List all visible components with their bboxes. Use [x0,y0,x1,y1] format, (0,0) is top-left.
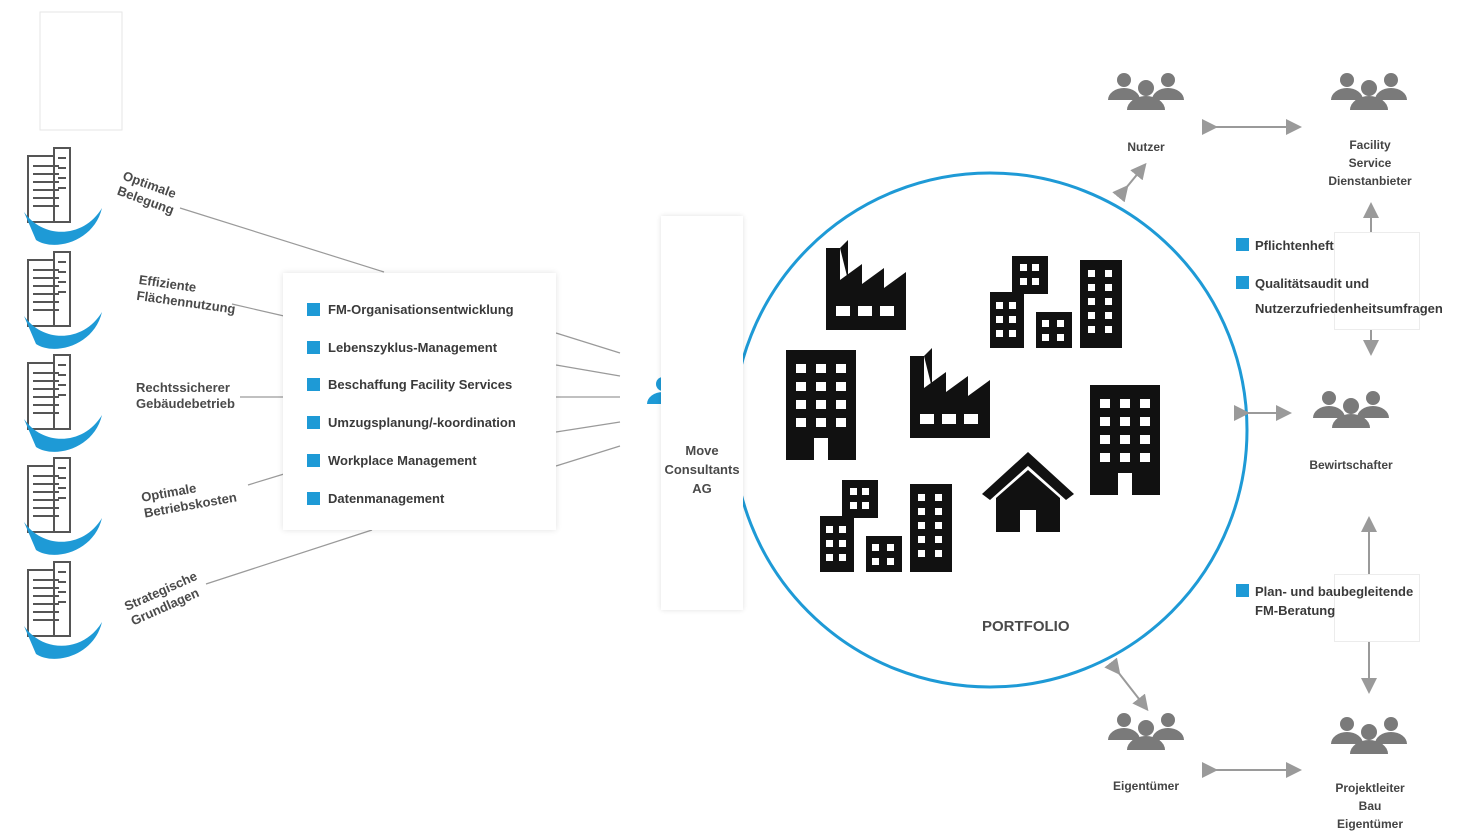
service-item: Lebenszyklus-Management [307,338,497,356]
bewirtschafter-people-icon [1313,391,1389,428]
services-box: FM-Organisationsentwicklung Lebenszyklus… [283,273,556,530]
eigentuemer-people-icon [1108,713,1184,750]
building-cluster-icon-1 [990,256,1122,348]
tower-icon-1 [786,350,856,460]
service-connector-lines [555,332,621,467]
task-pflichtenheft: Pflichtenheft [1236,236,1334,255]
bullet-square-icon [307,453,320,467]
service-item: Datenmanagement [307,489,444,507]
portfolio-label: PORTFOLIO [982,618,1070,635]
building-goal-icon-5 [24,561,102,659]
service-item: FM-Organisationsentwicklung [307,300,514,318]
facility-people-icon [1331,73,1407,110]
placeholder-frame [39,11,123,131]
tower-icon-2 [1090,385,1160,495]
bullet-square-icon [307,302,320,316]
service-item: Workplace Management [307,451,477,469]
role-label-nutzer: Nutzer [1127,140,1165,154]
task-plan-beratung: Plan- und baubegleitende FM-Beratung [1236,582,1413,620]
bullet-square-icon [307,340,320,354]
role-arrows [1104,119,1379,778]
role-label-projektleiter: Projektleiter Bau Eigentümer [1335,781,1405,831]
building-goal-icon-2 [24,251,102,349]
building-goal-icon-4 [24,457,102,555]
role-label-bewirtschafter: Bewirtschafter [1309,458,1393,472]
house-icon [982,452,1074,532]
bullet-square-icon [307,415,320,429]
bullet-square-icon [1236,276,1249,289]
nutzer-people-icon [1108,73,1184,110]
task-frame-top [1334,232,1420,330]
building-goal-icon-1 [24,147,102,245]
service-item: Beschaffung Facility Services [307,375,512,393]
goal-connector-lines [179,207,385,585]
role-label-facility: Facility Service Dienstanbieter [1328,138,1412,188]
projektleiter-people-icon [1331,717,1407,754]
bullet-square-icon [307,491,320,505]
factory-icon-1 [826,240,906,330]
task-frame-bottom [1334,574,1420,642]
bullet-square-icon [307,377,320,391]
role-label-eigentuemer: Eigentümer [1112,779,1179,793]
building-cluster-icon-2 [820,480,952,572]
move-consultants-box: Move Consultants AG [661,216,743,610]
task-qualitaetsaudit: Qualitätsaudit und Nutzerzufriedenheitsu… [1236,274,1443,318]
bullet-square-icon [1236,238,1249,251]
service-item: Umzugsplanung/-koordination [307,413,516,431]
move-consultants-label: Move Consultants AG [664,443,740,496]
factory-icon-2 [910,348,990,438]
bullet-square-icon [1236,584,1249,597]
building-goal-icon-3 [24,354,102,452]
